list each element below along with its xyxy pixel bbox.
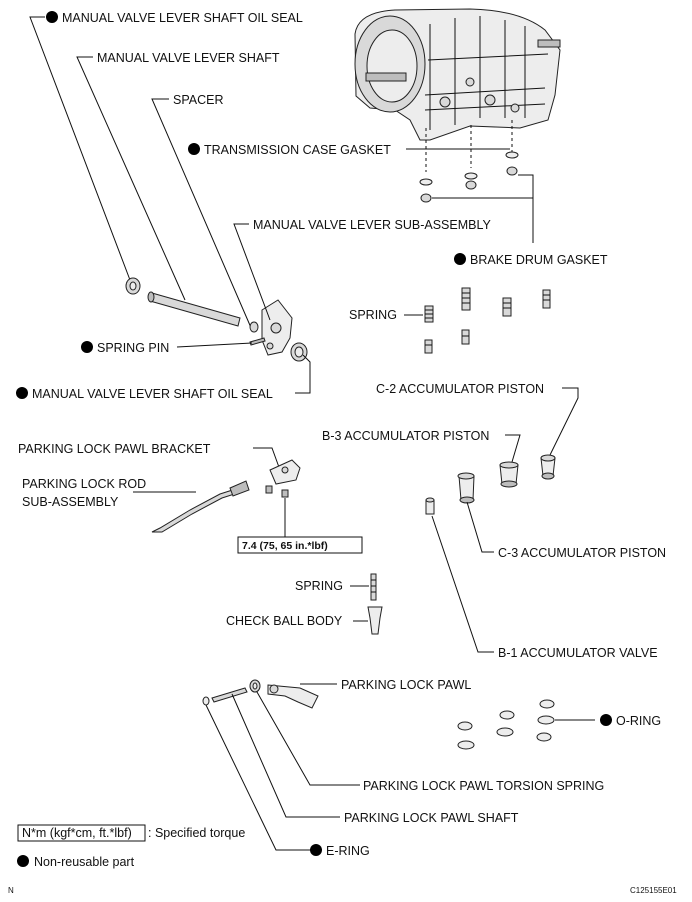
legend-torque-desc: : Specified torque (148, 826, 245, 840)
label-brake-drum-gasket: BRAKE DRUM GASKET (470, 253, 608, 267)
non-reusable-marker-icon (16, 387, 28, 399)
bracket-bolts-part (265, 485, 289, 498)
non-reusable-marker-icon (310, 844, 322, 856)
label-spacer: SPACER (173, 93, 223, 107)
oil-seal-top-part (125, 277, 141, 295)
label-o-ring: O-RING (616, 714, 661, 728)
legend-torque-units: N*m (kgf*cm, ft.*lbf) (22, 826, 132, 840)
non-reusable-marker-icon (17, 855, 29, 867)
torque-value: 7.4 (75, 65 in.*lbf) (242, 540, 328, 552)
parking-lock-pawl-bracket-part (269, 459, 301, 485)
transmission-case (354, 8, 561, 141)
manual-valve-lever-shaft-part (147, 291, 241, 327)
label-c2-accumulator-piston: C-2 ACCUMULATOR PISTON (376, 382, 544, 396)
label-manual-valve-lever-shaft-oil-seal-bottom: MANUAL VALVE LEVER SHAFT OIL SEAL (32, 387, 273, 401)
label-transmission-case-gasket: TRANSMISSION CASE GASKET (204, 143, 391, 157)
footer-right-code: C125155E01 (630, 886, 677, 895)
label-manual-valve-lever-shaft-oil-seal-top: MANUAL VALVE LEVER SHAFT OIL SEAL (62, 11, 303, 25)
label-parking-lock-rod-line2: SUB-ASSEMBLY (22, 495, 119, 509)
legend-non-reusable: Non-reusable part (34, 855, 135, 869)
label-parking-lock-rod-line1: PARKING LOCK ROD (22, 477, 146, 491)
parking-lock-rod-part (151, 480, 250, 533)
label-manual-valve-lever-shaft: MANUAL VALVE LEVER SHAFT (97, 51, 280, 65)
o-rings-part (457, 699, 555, 750)
check-ball-body-part (367, 606, 383, 635)
label-b1-accumulator-valve: B-1 ACCUMULATOR VALVE (498, 646, 658, 660)
transmission-case-gasket-part (419, 151, 519, 203)
non-reusable-marker-icon (81, 341, 93, 353)
oil-seal-bottom-part (290, 342, 308, 362)
label-spring-lower: SPRING (295, 579, 343, 593)
parking-lock-pawl-shaft-part (211, 687, 248, 703)
non-reusable-marker-icon (454, 253, 466, 265)
label-spring-pin: SPRING PIN (97, 341, 169, 355)
b1-accumulator-valve-part (425, 497, 435, 515)
spring-pin-part (249, 337, 266, 346)
label-b3-accumulator-piston: B-3 ACCUMULATOR PISTON (322, 429, 489, 443)
label-parking-lock-pawl: PARKING LOCK PAWL (341, 678, 471, 692)
label-e-ring: E-RING (326, 844, 370, 858)
label-spring-upper: SPRING (349, 308, 397, 322)
non-reusable-marker-icon (188, 143, 200, 155)
upper-springs-part (424, 287, 551, 354)
e-ring-part (202, 696, 210, 706)
label-parking-lock-pawl-torsion-spring: PARKING LOCK PAWL TORSION SPRING (363, 779, 604, 793)
non-reusable-marker-icon (600, 714, 612, 726)
non-reusable-marker-icon (46, 11, 58, 23)
legend-torque-box (17, 824, 146, 842)
manual-valve-lever-part (261, 299, 293, 356)
spacer-part (249, 321, 259, 333)
label-parking-lock-pawl-shaft: PARKING LOCK PAWL SHAFT (344, 811, 519, 825)
torque-box (237, 536, 363, 554)
b3-accumulator-piston-part (499, 461, 519, 488)
parking-lock-pawl-part (267, 684, 319, 709)
label-parking-lock-pawl-bracket: PARKING LOCK PAWL BRACKET (18, 442, 211, 456)
c2-accumulator-piston-part (540, 454, 556, 480)
check-ball-spring-part (370, 573, 377, 601)
parking-lock-pawl-torsion-spring-part (249, 679, 261, 693)
label-manual-valve-lever-sub-assembly: MANUAL VALVE LEVER SUB-ASSEMBLY (253, 218, 491, 232)
label-c3-accumulator-piston: C-3 ACCUMULATOR PISTON (498, 546, 666, 560)
footer-left-code: N (8, 886, 14, 895)
c3-accumulator-piston-part (457, 472, 475, 504)
label-check-ball-body: CHECK BALL BODY (226, 614, 343, 628)
